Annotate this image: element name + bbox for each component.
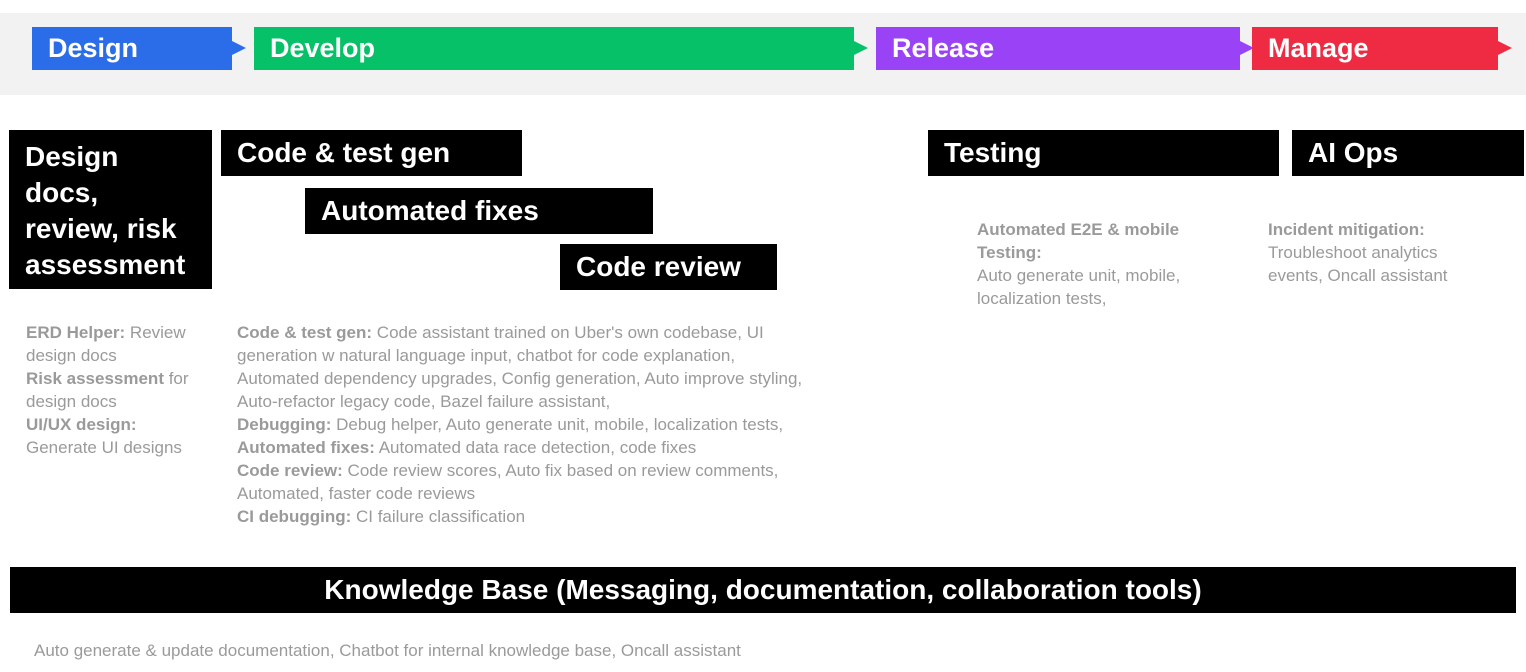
phase-develop-arrow-icon xyxy=(854,41,868,55)
code-test-gen-text: generation w natural language input, cha… xyxy=(237,346,736,365)
phase-manage-label: Manage xyxy=(1268,33,1369,63)
phase-design-label: Design xyxy=(48,33,139,63)
ci-debugging-text: CI failure classification xyxy=(351,507,526,526)
code-review-title: Code review xyxy=(576,251,741,282)
erd-helper-text: design docs xyxy=(26,346,117,365)
knowledge-base-title: Knowledge Base (Messaging, documentation… xyxy=(324,574,1202,605)
phase-manage-arrow-icon xyxy=(1498,41,1512,55)
phase-release: Release xyxy=(876,27,1254,70)
phase-release-label: Release xyxy=(892,33,995,63)
ai-ops-block: AI Ops xyxy=(1292,130,1524,176)
design-description: ERD Helper: Review design docs Risk asse… xyxy=(26,321,189,459)
code-test-gen-text: Automated dependency upgrades, Config ge… xyxy=(237,369,803,388)
automated-fixes-block: Automated fixes xyxy=(305,188,653,234)
knowledge-base-description: Auto generate & update documentation, Ch… xyxy=(34,639,741,662)
design-docs-block: Design docs, review, risk assessment xyxy=(9,130,212,289)
testing-label: Automated E2E & mobile xyxy=(977,220,1180,239)
testing-title: Testing xyxy=(944,137,1042,168)
code-review-text: Automated, faster code reviews xyxy=(237,484,476,503)
incident-mitigation-label: Incident mitigation: xyxy=(1268,220,1425,239)
code-test-gen-block: Code & test gen xyxy=(221,130,522,176)
phase-design-arrow-icon xyxy=(232,41,246,55)
automated-fixes-title: Automated fixes xyxy=(321,195,539,226)
ai-ops-title: AI Ops xyxy=(1308,137,1399,168)
testing-text: Auto generate unit, mobile, xyxy=(977,266,1181,285)
develop-description: Code & test gen: Code assistant trained … xyxy=(237,321,802,528)
design-docs-line: assessment xyxy=(25,249,186,280)
debugging-text: Debug helper, Auto generate unit, mobile… xyxy=(331,415,784,434)
design-docs-line: Design xyxy=(25,141,119,172)
design-docs-line: docs, xyxy=(25,177,99,208)
incident-mitigation-text: events, Oncall assistant xyxy=(1268,266,1448,285)
phase-develop: Develop xyxy=(254,27,868,70)
testing-description: Automated E2E & mobile Testing: Auto gen… xyxy=(977,218,1180,310)
phase-design: Design xyxy=(32,27,246,70)
code-test-gen-text: Auto-refactor legacy code, Bazel failure… xyxy=(237,392,611,411)
code-review-text: Code review scores, Auto fix based on re… xyxy=(342,461,779,480)
code-review-block: Code review xyxy=(560,244,777,290)
code-test-gen-text: Code assistant trained on Uber's own cod… xyxy=(372,323,764,342)
uiux-design-text: Generate UI designs xyxy=(26,438,182,457)
uiux-design-label: UI/UX design: xyxy=(26,415,137,434)
incident-mitigation-text: Troubleshoot analytics xyxy=(1268,243,1438,262)
knowledge-base-text: Auto generate & update documentation, Ch… xyxy=(34,641,741,660)
risk-assessment-text: design docs xyxy=(26,392,117,411)
risk-assessment-label: Risk assessment xyxy=(26,369,164,388)
phase-develop-label: Develop xyxy=(270,33,376,63)
risk-assessment-text: for xyxy=(163,369,189,388)
phase-manage: Manage xyxy=(1252,27,1512,70)
phase-release-arrow-icon xyxy=(1240,41,1254,55)
automated-fixes-text: Automated data race detection, code fixe… xyxy=(374,438,697,457)
testing-text: localization tests, xyxy=(977,289,1107,308)
ai-ops-description: Incident mitigation: Troubleshoot analyt… xyxy=(1268,218,1448,287)
design-docs-line: review, risk xyxy=(25,213,177,244)
knowledge-base-block: Knowledge Base (Messaging, documentation… xyxy=(10,567,1516,613)
testing-block: Testing xyxy=(928,130,1279,176)
code-review-label: Code review: xyxy=(237,461,343,480)
code-test-gen-title: Code & test gen xyxy=(237,137,451,168)
testing-label: Testing: xyxy=(977,243,1042,262)
erd-helper-label: ERD Helper: xyxy=(26,323,126,342)
erd-helper-text: Review xyxy=(125,323,186,342)
code-test-gen-label: Code & test gen: xyxy=(237,323,373,342)
ci-debugging-label: CI debugging: xyxy=(237,507,352,526)
debugging-label: Debugging: xyxy=(237,415,332,434)
automated-fixes-label: Automated fixes: xyxy=(237,438,375,457)
